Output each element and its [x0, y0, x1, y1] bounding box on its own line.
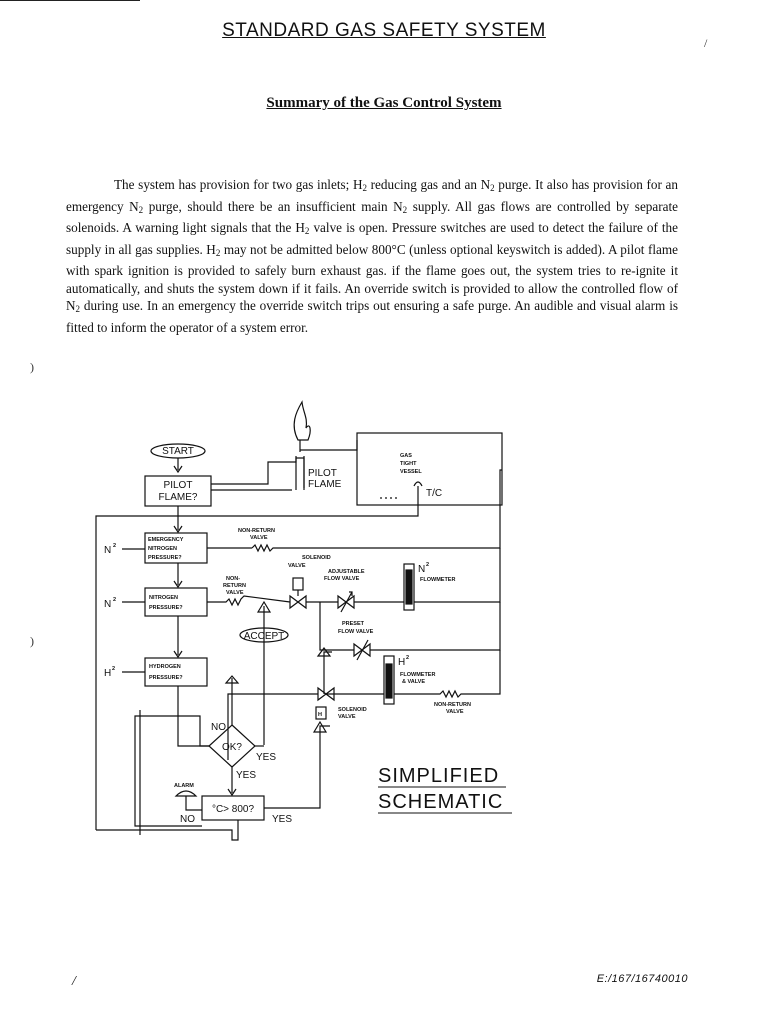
- margin-mark: ): [30, 360, 34, 374]
- margin-mark: /: [704, 36, 708, 50]
- non-return-mid-label: RETURN: [223, 583, 246, 589]
- section-subtitle: Summary of the Gas Control System: [266, 95, 502, 111]
- yes-label: YES: [272, 814, 292, 825]
- pilot-flame-label: FLAME: [308, 479, 342, 490]
- schematic-heading: SCHEMATIC: [378, 791, 503, 813]
- pilot-flame-box-label: PILOT: [164, 480, 193, 491]
- tc-label: T/C: [426, 488, 442, 499]
- h2-flowmeter: [383, 655, 395, 705]
- thermocouple: [95, 486, 419, 830]
- non-return-valve-label: VALVE: [250, 535, 268, 541]
- solenoid-valve-bottom: [317, 686, 335, 702]
- n2-flowmeter: [403, 563, 415, 611]
- summary-paragraph: The system has provision for two gas inl…: [66, 177, 679, 335]
- hydrogen-box-label: PRESSURE?: [149, 675, 183, 681]
- ok-label: OK?: [222, 742, 242, 753]
- alarm-label: ALARM: [174, 783, 194, 789]
- hydrogen-pressure-decision: [144, 657, 208, 687]
- preset-flow-valve: [353, 642, 371, 658]
- pilot-flame-decision: [144, 475, 212, 507]
- nitrogen-box-label: PRESSURE?: [149, 605, 183, 611]
- start-label: START: [162, 446, 194, 457]
- adjustable-valve-label: FLOW VALVE: [324, 576, 360, 582]
- preset-valve-label: PRESET: [342, 621, 365, 627]
- pilot-flame-box-label: FLAME?: [159, 492, 198, 503]
- heading-underline: [378, 786, 512, 814]
- schematic-labels: START PILOT FLAME? PILOT FLAME GAS TIGHT…: [104, 446, 503, 825]
- h2-flowmeter-symbol: H: [398, 657, 405, 668]
- hydrogen-box-label: HYDROGEN: [149, 664, 181, 670]
- page-title: STANDARD GAS SAFETY SYSTEM: [222, 20, 546, 41]
- nitrogen-box-label: NITROGEN: [149, 595, 178, 601]
- emergency-box-label: NITROGEN: [148, 546, 177, 552]
- temperature-decision: [201, 795, 265, 821]
- margin-mark: ): [30, 634, 34, 648]
- no-label: NO: [180, 814, 195, 825]
- non-return-mid-label: VALVE: [226, 590, 244, 596]
- n2-inlet-label: N: [104, 599, 111, 610]
- non-return-valve-label: NON-RETURN: [238, 528, 275, 534]
- vessel-label: VESSEL: [400, 469, 422, 475]
- solenoid-bottom-label: VALVE: [338, 714, 356, 720]
- scan-edge-line: [0, 0, 140, 1]
- gas-tight-vessel: [356, 432, 503, 506]
- no-label: NO: [211, 722, 226, 733]
- n2-flowmeter-sup: 2: [426, 562, 429, 568]
- solenoid-top-label: VALVE: [288, 563, 306, 569]
- solenoid-bottom-label: SOLENOID: [338, 707, 367, 713]
- preset-valve-label: FLOW VALVE: [338, 629, 374, 635]
- n2-flowmeter-symbol: N: [418, 564, 425, 575]
- ok-decision: [208, 724, 256, 768]
- solenoid-valve-top: [289, 594, 307, 610]
- yes-label: YES: [256, 752, 276, 763]
- solenoid-top-label: SOLENOID: [302, 555, 331, 561]
- h2-flowmeter-label: FLOWMETER: [400, 672, 435, 678]
- footer-mark: /: [72, 974, 76, 989]
- document-reference: E:/167/16740010: [596, 973, 688, 985]
- yes-label: YES: [236, 770, 256, 781]
- simplified-heading: SIMPLIFIED: [378, 765, 499, 787]
- non-return-right-label: VALVE: [446, 709, 464, 715]
- h2-inlet-label: H: [104, 668, 111, 679]
- flame-icon: [293, 400, 311, 441]
- adjustable-valve-label: ADJUSTABLE: [328, 569, 365, 575]
- non-return-mid-label: NON-: [226, 576, 240, 582]
- temp-box-label: °C> 800?: [212, 804, 255, 815]
- n2-inlet-sup: 2: [113, 597, 116, 603]
- accept-label: ACCEPT: [244, 631, 285, 642]
- h2-solenoid-symbol: H: [318, 712, 322, 718]
- pilot-flame-label: PILOT: [308, 468, 337, 479]
- accept-terminal: [239, 627, 289, 643]
- emergency-box-label: EMERGENCY: [148, 537, 184, 543]
- h2-inlet-sup: 2: [112, 666, 115, 672]
- h2-flowmeter-label: & VALVE: [402, 679, 425, 685]
- emergency-box-label: PRESSURE?: [148, 555, 182, 561]
- n2-flowmeter-label: FLOWMETER: [420, 577, 455, 583]
- alarm-icon: [174, 790, 198, 797]
- nitrogen-pressure-decision: [144, 587, 208, 617]
- start-terminal: [150, 443, 206, 459]
- non-return-right-label: NON-RETURN: [434, 702, 471, 708]
- n2-inlet-sup: 2: [113, 543, 116, 549]
- vessel-label: TIGHT: [400, 461, 417, 467]
- n2-inlet-label: N: [104, 545, 111, 556]
- vessel-label: GAS: [400, 453, 412, 459]
- h2-flowmeter-sup: 2: [406, 655, 409, 661]
- emergency-nitrogen-decision: [144, 532, 208, 564]
- adjustable-flow-valve: [337, 594, 355, 610]
